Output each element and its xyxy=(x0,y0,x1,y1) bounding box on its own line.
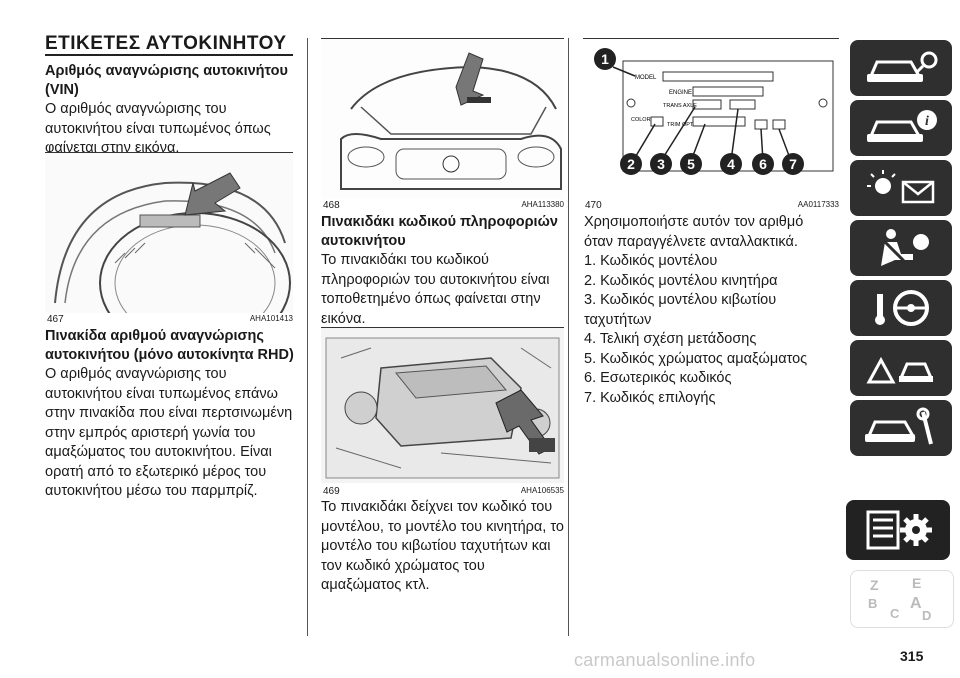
plate-label: TRANS AXLE xyxy=(663,103,697,109)
column-2-upper: Πινακιδάκι κωδικού πληροφοριών αυτοκινήτ… xyxy=(321,213,564,329)
plate-label: ENGINE xyxy=(669,90,692,96)
car-front-illustration xyxy=(321,39,564,199)
callout-label: 1 xyxy=(601,51,609,67)
figure-code: AHA113380 xyxy=(521,200,564,209)
tab-specs[interactable] xyxy=(846,500,950,560)
vin-heading: Αριθμός αναγνώρισης αυτοκινήτου (VIN) xyxy=(45,63,288,98)
specs-gear-icon xyxy=(866,510,932,550)
figure-code: AHA106535 xyxy=(520,486,564,495)
figure-number: 467 xyxy=(47,314,64,325)
callout-label: 2 xyxy=(627,156,635,172)
list-item: 2. Κωδικός μοντέλου κινητήρα xyxy=(584,272,778,289)
column-3-text: Χρησιμοποιήστε αυτόν τον αριθμό όταν παρ… xyxy=(584,213,834,408)
column-1-lower: Πινακίδα αριθμού αναγνώρισης αυτοκινήτου… xyxy=(45,327,295,502)
column-divider xyxy=(568,38,569,636)
figure-467 xyxy=(45,152,293,313)
tab-alphabet-index[interactable]: Z E B C A D xyxy=(850,570,954,628)
page-number: 315 xyxy=(900,648,924,664)
tab-steering-key[interactable] xyxy=(850,280,952,336)
info-plate-heading: Πινακιδάκι κωδικού πληροφοριών αυτοκινήτ… xyxy=(321,214,558,249)
figure-number: 468 xyxy=(323,200,340,211)
emergency-icon xyxy=(866,356,934,384)
car-info-icon: i xyxy=(867,110,937,142)
plate-description-paragraph: Το πινακιδάκι δείχνει τον κωδικό του μον… xyxy=(321,499,564,593)
title-rule xyxy=(45,54,293,56)
svg-text:D: D xyxy=(922,608,931,623)
figure-code: AA0117333 xyxy=(797,200,839,209)
callout-label: 3 xyxy=(657,156,665,172)
steering-key-icon xyxy=(875,290,929,326)
svg-text:C: C xyxy=(890,606,900,621)
info-plate-paragraph: Το πινακιδάκι του κωδικού πληροφοριών το… xyxy=(321,252,550,327)
plate-label: MODEL xyxy=(635,75,657,81)
code-list: 1. Κωδικός μοντέλου 2. Κωδικός μοντέλου … xyxy=(584,252,834,408)
svg-text:i: i xyxy=(925,114,929,129)
figure-code: AHA101413 xyxy=(249,314,293,323)
list-item: 3. Κωδικός μοντέλου κιβωτίου ταχυτήτων xyxy=(584,292,777,328)
figure-468-caption: 468 AHA113380 xyxy=(323,200,564,211)
list-item: 6. Εσωτερικός κωδικός xyxy=(584,370,732,386)
figure-470: MODEL ENGINE TRANS AXLE COLOR TRIM OPT 1… xyxy=(583,38,839,199)
list-item: 1. Κωδικός μοντέλου xyxy=(584,253,718,269)
figure-469 xyxy=(321,327,564,483)
page-title: ΕΤΙΚΕΤΕΣ ΑΥΤΟΚΙΝΗΤΟΥ xyxy=(45,33,287,54)
svg-text:Z: Z xyxy=(870,577,879,593)
tab-car-service[interactable] xyxy=(850,400,952,456)
callout-label: 4 xyxy=(727,156,735,172)
column-divider xyxy=(307,38,308,636)
watermark: carmanualsonline.info xyxy=(574,650,756,670)
figure-number: 470 xyxy=(585,200,602,211)
callout-label: 7 xyxy=(789,156,797,172)
plate-heading: Πινακίδα αριθμού αναγνώρισης αυτοκινήτου… xyxy=(45,328,294,363)
tab-car-search[interactable] xyxy=(850,40,952,96)
callout-label: 6 xyxy=(759,156,767,172)
list-item: 4. Τελική σχέση μετάδοσης xyxy=(584,331,757,347)
list-item: 7. Κωδικός επιλογής xyxy=(584,389,716,406)
list-item: 5. Κωδικός χρώματος αμαξώματος xyxy=(584,350,808,367)
figure-468 xyxy=(321,38,564,199)
tab-warning-lights[interactable] xyxy=(850,160,952,216)
intro-paragraph: Χρησιμοποιήστε αυτόν τον αριθμό όταν παρ… xyxy=(584,214,804,250)
plate-paragraph: Ο αριθμός αναγνώρισης του αυτοκινήτου εί… xyxy=(45,366,293,499)
figure-467-caption: 467 AHA101413 xyxy=(47,314,293,325)
tab-car-info[interactable]: i xyxy=(850,100,952,156)
plate-label: COLOR xyxy=(631,117,651,123)
vin-paragraph: Ο αριθμός αναγνώρισης του αυτοκινήτου εί… xyxy=(45,101,271,156)
callout-label: 5 xyxy=(687,156,695,172)
figure-number: 469 xyxy=(323,486,340,497)
figure-470-caption: 470 AA0117333 xyxy=(585,200,839,211)
car-search-icon xyxy=(867,51,938,82)
svg-text:E: E xyxy=(912,575,921,591)
engine-bay-illustration xyxy=(321,328,564,483)
column-2-lower: Το πινακιδάκι δείχνει τον κωδικό του μον… xyxy=(321,498,564,596)
svg-text:A: A xyxy=(910,595,922,612)
figure-469-caption: 469 AHA106535 xyxy=(323,486,564,497)
svg-text:B: B xyxy=(868,596,877,611)
column-1: Αριθμός αναγνώρισης αυτοκινήτου (VIN) Ο … xyxy=(45,62,295,159)
airbag-seat-icon xyxy=(881,229,929,266)
alphabet-index-icon: Z E B C A D xyxy=(868,575,931,623)
warning-lights-icon xyxy=(867,170,935,204)
car-service-icon xyxy=(865,407,933,445)
wheel-arch-illustration xyxy=(45,153,293,313)
tab-emergency[interactable] xyxy=(850,340,952,396)
plate-label: TRIM OPT xyxy=(667,122,694,128)
info-plate-diagram: MODEL ENGINE TRANS AXLE COLOR TRIM OPT 1… xyxy=(594,48,834,175)
tab-airbag-seat[interactable] xyxy=(850,220,952,276)
